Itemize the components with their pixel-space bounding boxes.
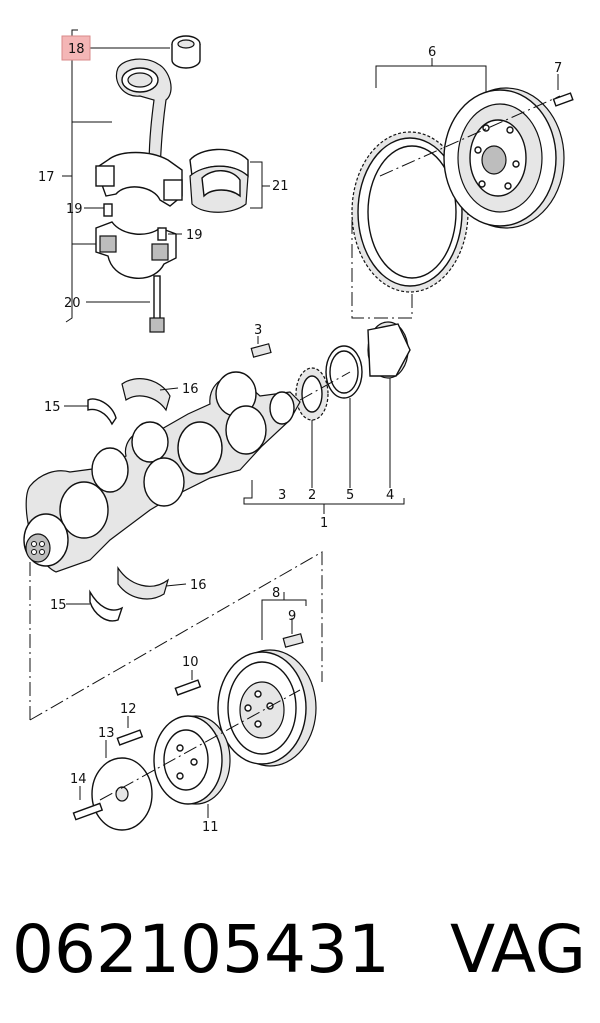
connecting-rod-group xyxy=(62,29,270,333)
label-1: 1 xyxy=(320,516,328,531)
highlighted-label-box xyxy=(61,35,91,61)
label-19a: 19 xyxy=(66,202,83,217)
crankshaft-group xyxy=(23,220,413,721)
pulley-group xyxy=(72,592,317,831)
label-2: 2 xyxy=(308,488,316,503)
label-14: 14 xyxy=(70,772,87,787)
label-10: 10 xyxy=(182,655,199,670)
label-3-bottom: 3 xyxy=(278,488,286,503)
label-6: 6 xyxy=(428,45,436,60)
callout-labels: 18 6 7 17 21 19 19 20 3 16 15 3 2 5 4 1 … xyxy=(38,35,562,835)
label-16-bottom: 16 xyxy=(190,578,207,593)
label-5: 5 xyxy=(346,488,354,503)
label-21: 21 xyxy=(272,179,289,194)
label-9: 9 xyxy=(288,609,296,624)
label-8: 8 xyxy=(272,586,280,601)
exploded-parts-diagram: 18 6 7 17 21 19 19 20 3 16 15 3 2 5 4 1 … xyxy=(23,29,574,835)
part-number: 062105431 xyxy=(12,911,390,988)
label-18: 18 xyxy=(68,42,85,57)
label-11: 11 xyxy=(202,820,219,835)
label-13: 13 xyxy=(98,726,115,741)
ring-gear-group xyxy=(351,58,574,293)
label-16-top: 16 xyxy=(182,382,199,397)
label-15-bottom: 15 xyxy=(50,598,67,613)
label-19b: 19 xyxy=(186,228,203,243)
label-17: 17 xyxy=(38,170,55,185)
label-15-top: 15 xyxy=(44,400,61,415)
brand-name: VAG xyxy=(449,911,586,988)
part-caption: 062105431 VAG xyxy=(0,890,600,1010)
label-7: 7 xyxy=(554,61,562,76)
label-3-top: 3 xyxy=(254,323,262,338)
label-20: 20 xyxy=(64,296,81,311)
label-4: 4 xyxy=(386,488,394,503)
label-12: 12 xyxy=(120,702,137,717)
